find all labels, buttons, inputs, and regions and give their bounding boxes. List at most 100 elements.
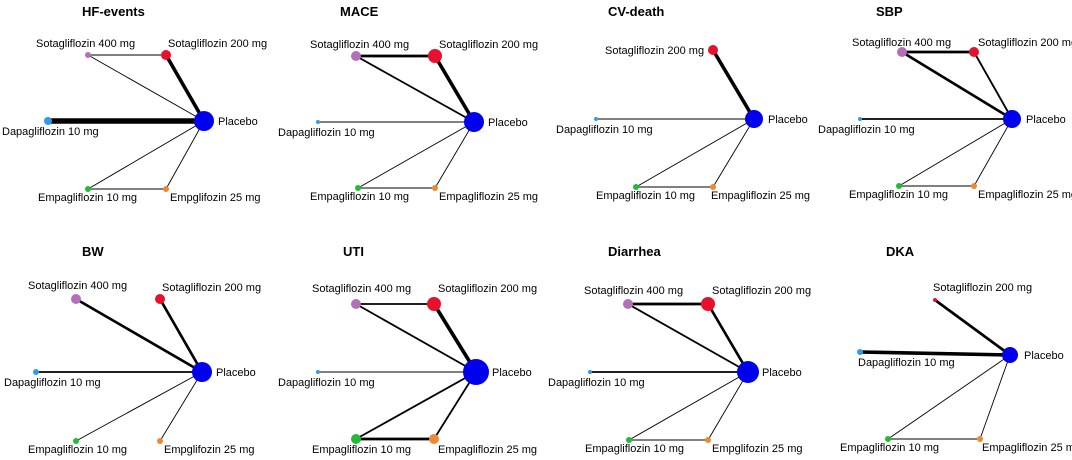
edge-empa10-placebo (87, 120, 205, 190)
node-sota200 (155, 294, 165, 304)
edge-dapa10-placebo (858, 350, 1012, 357)
edge-sota200-placebo (933, 298, 1012, 357)
node-label-sota400: Sotagliflozin 400 mg (312, 283, 411, 295)
node-label-sota200: Sotagliflozin 200 mg (978, 37, 1072, 49)
node-label-dapa10: Dapagliflozin 10 mg (818, 124, 915, 136)
node-empa10 (73, 438, 79, 444)
node-label-empa25: Empagliflozin 25 mg (978, 189, 1072, 201)
node-label-sota200: Sotagliflozin 200 mg (439, 39, 538, 51)
node-sota400 (351, 299, 361, 309)
node-label-sota400: Sotagliflozin 400 mg (852, 37, 951, 49)
edge-sota400-placebo (74, 297, 204, 374)
edge-sota400-placebo (87, 54, 205, 122)
panel-title: MACE (340, 4, 379, 19)
node-label-dapa10: Dapagliflozin 10 mg (278, 377, 375, 389)
node-label-placebo: Placebo (218, 116, 258, 128)
edge-sota200-placebo (164, 53, 206, 123)
panel-title: SBP (876, 4, 903, 19)
edge-sota200-placebo (711, 48, 756, 121)
edge-sota400-placebo (355, 55, 475, 123)
node-label-empa10: Empagliflozin 10 mg (849, 189, 948, 201)
panel-title: UTI (343, 244, 364, 259)
edge-empa25-placebo (979, 354, 1011, 440)
node-label-empa10: Empagliflozin 10 mg (596, 190, 695, 202)
node-sota200 (933, 298, 937, 302)
edge-sota400-placebo (627, 303, 749, 373)
node-label-empa10: Empagliflozin 10 mg (840, 442, 939, 454)
node-label-sota400: Sotagliflozin 400 mg (28, 280, 127, 292)
edge-sota400-placebo (355, 303, 477, 373)
node-sota200 (701, 297, 715, 311)
node-label-empa25: Empglifozin 25 mg (170, 192, 261, 204)
node-sota200 (708, 45, 718, 55)
node-empa10 (885, 436, 891, 442)
node-label-placebo: Placebo (488, 117, 528, 129)
node-label-empa10: Empagliflozin 10 mg (585, 443, 684, 455)
panel-title: Diarrhea (608, 244, 662, 259)
panel-title: HF-events (82, 4, 145, 19)
edge-empa25-placebo (434, 121, 475, 189)
node-placebo (194, 111, 214, 131)
node-empa25 (977, 436, 983, 442)
edge-sota200-placebo (706, 302, 750, 374)
node-label-sota200: Sotagliflozin 200 mg (438, 283, 537, 295)
node-placebo (1003, 110, 1021, 128)
node-sota200 (427, 297, 441, 311)
panel-title: BW (82, 244, 104, 259)
node-sota200 (428, 49, 442, 63)
node-empa25 (429, 434, 439, 444)
node-placebo (737, 361, 759, 383)
node-dapa10 (33, 369, 39, 375)
node-label-empa10: Empagliflozin 10 mg (38, 192, 137, 204)
edge-empa25-placebo (165, 120, 205, 190)
node-empa10 (633, 184, 639, 190)
node-empa25 (432, 185, 438, 191)
network-panel-sbp: SBP Sotagliflozin 400 mg Sotagliflozin 200… (818, 4, 1072, 201)
edge-empa10-placebo (898, 118, 1013, 187)
node-dapa10 (588, 370, 592, 374)
edge-empa10-placebo (355, 371, 477, 440)
node-label-placebo: Placebo (216, 367, 256, 379)
node-sota400 (623, 299, 633, 309)
node-dapa10 (316, 120, 320, 124)
node-label-empa25: Empagliflozin 25 mg (711, 190, 810, 202)
edge-empa25-placebo (707, 371, 749, 441)
node-label-sota200: Sotagliflozin 200 mg (933, 282, 1032, 294)
panel-title: DKA (886, 244, 915, 259)
node-label-empa25: Empglifozin 25 mg (712, 443, 803, 455)
edge-empa10-placebo (75, 371, 203, 442)
node-placebo (1002, 347, 1018, 363)
node-label-sota200: Sotagliflozin 200 mg (168, 38, 267, 50)
node-placebo (464, 112, 484, 132)
edge-empa10-placebo (357, 121, 475, 189)
node-label-empa25: Empagliflozin 25 mg (982, 442, 1072, 454)
node-dapa10 (316, 370, 320, 374)
node-label-empa25: Empagliflozin 25 mg (438, 444, 537, 456)
node-label-sota200: Sotagliflozin 200 mg (605, 45, 704, 57)
node-label-dapa10: Dapagliflozin 10 mg (278, 127, 375, 139)
node-dapa10 (44, 117, 52, 125)
node-empa10 (355, 185, 361, 191)
node-dapa10 (857, 349, 863, 355)
node-label-sota200: Sotagliflozin 200 mg (712, 285, 811, 297)
edge-empa25-placebo (159, 371, 203, 442)
node-label-dapa10: Dapagliflozin 10 mg (2, 126, 99, 138)
edge-sota200-placebo (433, 54, 476, 124)
node-placebo (192, 362, 212, 382)
node-empa25 (710, 184, 716, 190)
node-label-empa10: Empagliflozin 10 mg (312, 444, 411, 456)
edge-sota200-placebo (158, 297, 204, 374)
network-panel-uti: UTI Sotagliflozin 400 mg Sotagliflozin 200… (278, 244, 537, 456)
node-sota400 (351, 51, 361, 61)
node-label-empa10: Empagliflozin 10 mg (28, 444, 127, 456)
node-sota400 (71, 294, 81, 304)
node-empa10 (351, 434, 361, 444)
panel-title: CV-death (608, 4, 664, 19)
edge-empa10-placebo (887, 354, 1011, 440)
node-label-dapa10: Dapagliflozin 10 mg (4, 377, 101, 389)
edge-empa10-placebo (628, 371, 749, 441)
